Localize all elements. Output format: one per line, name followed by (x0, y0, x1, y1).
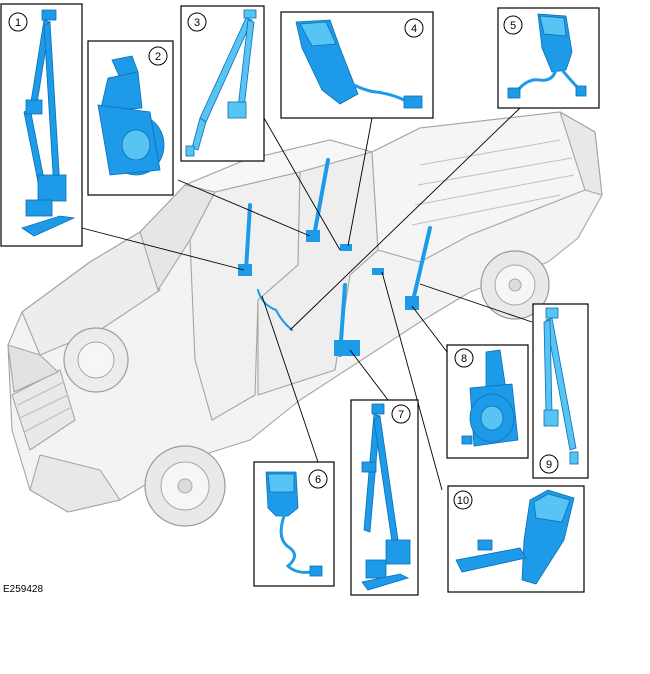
callout-label-2: 2 (155, 51, 161, 63)
callout-label-5: 5 (510, 20, 516, 32)
callout-label-7: 7 (398, 409, 404, 421)
callout-label-1: 1 (15, 17, 21, 29)
callout-box-10: 10 (447, 485, 585, 593)
callout-box-6: 6 (253, 461, 335, 587)
callout-box-3: 3 (180, 5, 265, 162)
callout-box-5: 5 (497, 7, 600, 109)
callout-label-9: 9 (546, 459, 552, 471)
callout-label-6: 6 (315, 474, 321, 486)
callout-box-1: 1 (0, 3, 83, 247)
callout-label-10: 10 (457, 495, 469, 507)
pickup-truck-phantom (7, 111, 603, 513)
leader-lines (81, 107, 533, 491)
callout-label-4: 4 (411, 23, 417, 35)
callout-label-3: 3 (194, 17, 200, 29)
installed-belts (238, 158, 432, 357)
figure-id: E259428 (3, 584, 44, 595)
callout-label-8: 8 (461, 353, 467, 365)
callout-box-9: 9 (532, 303, 589, 479)
front-wheel (144, 445, 226, 527)
rear-wheel (480, 250, 550, 320)
callout-box-8: 8 (446, 344, 529, 459)
callout-box-2: 2 (87, 40, 174, 196)
callout-box-7: 7 (350, 399, 419, 596)
spare-wheel (63, 327, 129, 393)
callout-box-4: 4 (280, 11, 434, 119)
